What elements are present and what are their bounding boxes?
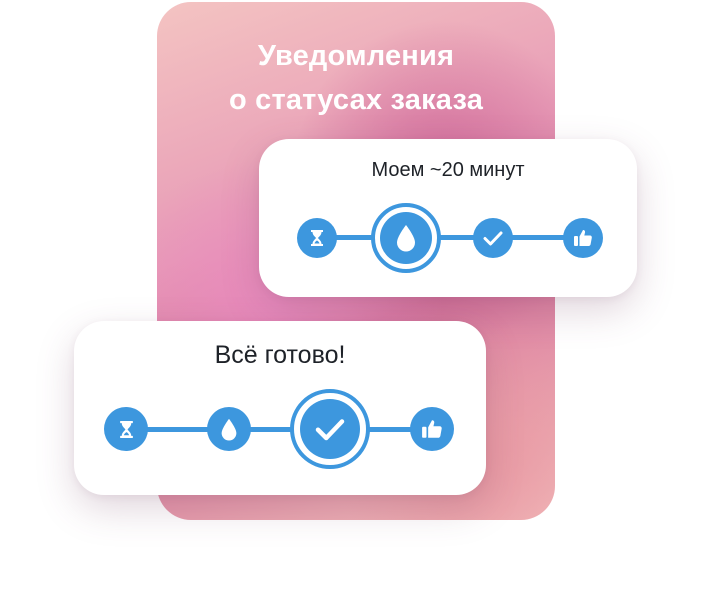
step-done-active xyxy=(290,389,370,469)
water-drop-icon xyxy=(220,418,238,441)
step-rated xyxy=(563,218,603,258)
panel-title-line-1: Уведомления xyxy=(257,40,455,72)
thumbs-up-icon xyxy=(573,228,593,248)
step-washing-active xyxy=(371,203,441,273)
checkmark-icon xyxy=(314,417,346,441)
hourglass-icon xyxy=(118,420,135,439)
panel-title: Уведомления о статусах заказа xyxy=(157,34,555,122)
step-rated xyxy=(410,407,454,451)
status-card-washing: Моем ~20 минут xyxy=(259,139,637,297)
status-card-title: Моем ~20 минут xyxy=(371,159,525,181)
status-card-ready: Всё готово! xyxy=(74,321,486,495)
step-waiting xyxy=(297,218,337,258)
progress-track xyxy=(317,235,583,240)
thumbs-up-icon xyxy=(421,418,443,440)
checkmark-icon xyxy=(483,230,503,246)
progress-track xyxy=(126,427,434,432)
panel-title-line-2: о статусах заказа xyxy=(228,84,484,116)
step-washing xyxy=(207,407,251,451)
step-done xyxy=(473,218,513,258)
step-waiting xyxy=(104,407,148,451)
hourglass-icon xyxy=(309,229,325,247)
water-drop-icon xyxy=(395,224,417,252)
status-card-title: Всё готово! xyxy=(214,341,346,369)
